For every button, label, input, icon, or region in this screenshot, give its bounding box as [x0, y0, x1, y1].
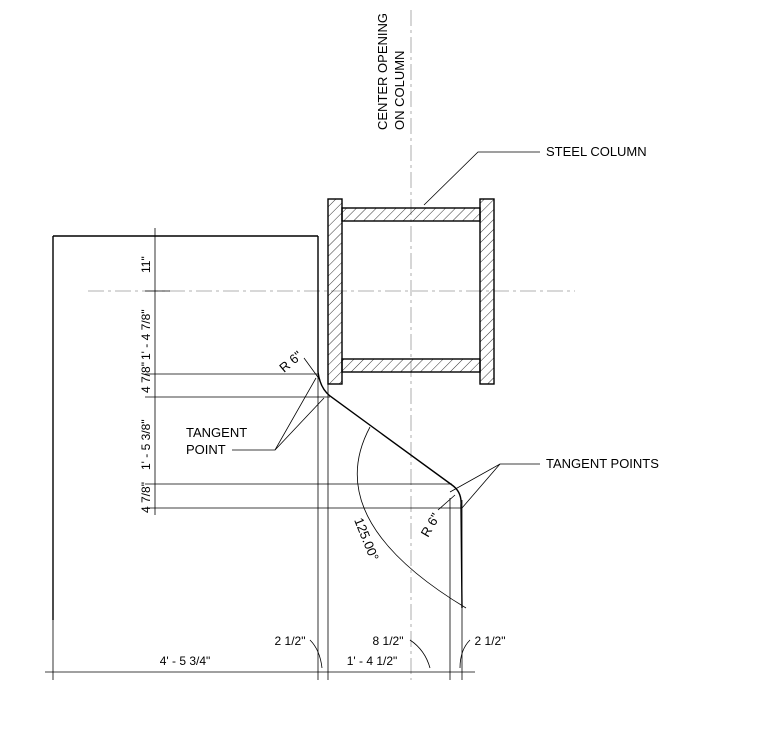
tangent-point-leader-2 — [274, 397, 325, 451]
steel-column — [327, 198, 495, 385]
angle-arc — [356, 426, 467, 609]
dim-right-offset: 2 1/2" — [475, 634, 506, 648]
center-opening-label-2: ON COLUMN — [392, 51, 407, 130]
dim-vert-3: 4 7/8" — [139, 362, 153, 393]
horizontal-dimensions: 4' - 5 3/4" 2 1/2" 1' - 4 1/2" 8 1/2" 2 … — [45, 620, 505, 680]
tangent-point-label-2: POINT — [186, 442, 226, 457]
tangent-point-label-1: TANGENT — [186, 425, 247, 440]
column-web-bottom — [341, 358, 481, 373]
vertical-dimensions: 11" 1' - 4 7/8" 4 7/8" 1' - 5 3/8" 4 7/8… — [139, 228, 462, 515]
dim-vert-5: 4 7/8" — [139, 482, 153, 513]
dim-center-offset: 8 1/2" — [373, 634, 404, 648]
dim-vert-4: 1' - 5 3/8" — [139, 419, 153, 470]
column-flange-right — [479, 198, 495, 385]
radius-bottom-label: R 6" — [418, 510, 444, 539]
radius-top-label: R 6" — [276, 348, 305, 376]
tangent-points-label: TANGENT POINTS — [546, 456, 659, 471]
dim-overall-left: 4' - 5 3/4" — [160, 654, 211, 668]
angled-return-profile — [317, 371, 463, 609]
steel-column-label: STEEL COLUMN — [546, 144, 647, 159]
column-web-top — [341, 207, 481, 222]
wall-outline — [52, 235, 463, 680]
dim-vert-2: 1' - 4 7/8" — [139, 309, 153, 360]
angle-label: 125.00° — [351, 516, 382, 563]
dim-vert-1: 11" — [139, 256, 153, 273]
tangent-points-leader-2 — [461, 463, 501, 509]
tangent-points-leader-1 — [449, 463, 540, 493]
column-flange-left — [327, 198, 343, 385]
steel-column-leader — [423, 151, 540, 206]
dim-left-offset: 2 1/2" — [275, 634, 306, 648]
center-opening-label-1: CENTER OPENING — [375, 13, 390, 130]
dim-middle: 1' - 4 1/2" — [347, 654, 398, 668]
